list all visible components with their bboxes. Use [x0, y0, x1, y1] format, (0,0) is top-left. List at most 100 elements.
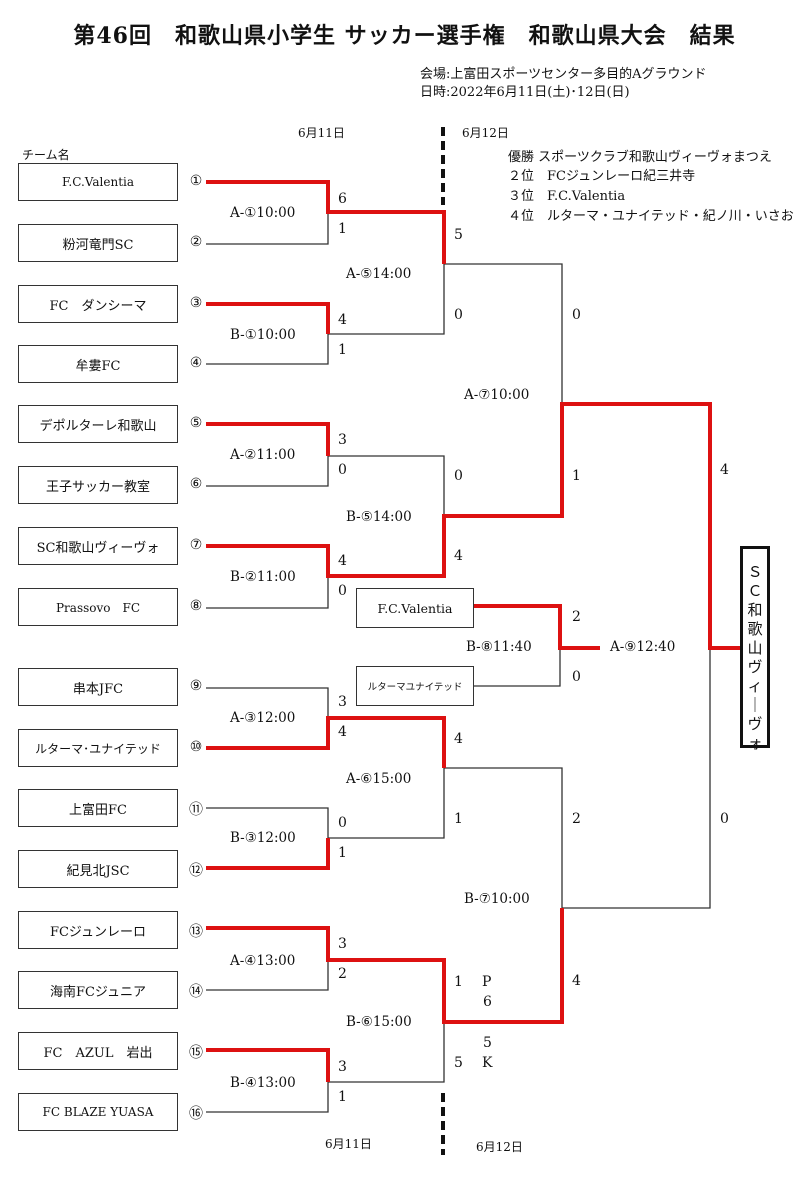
team-header: チーム名 — [22, 148, 70, 162]
match-label-b4: B-④13:00 — [230, 1075, 296, 1091]
team-box: SC和歌山ヴィーヴォ — [18, 527, 178, 565]
match-label-b5: B-⑤14:00 — [346, 509, 412, 525]
score: 0 — [454, 307, 463, 323]
day2-label-top: 6月12日 — [462, 126, 509, 140]
seed-number: ⑯ — [189, 1106, 203, 1122]
score: 4 — [454, 731, 463, 747]
score: 4 — [572, 973, 581, 989]
date-text: 日時:2022年6月11日(土)･12日(日) — [420, 85, 630, 100]
score: 3 — [338, 694, 347, 710]
result-1: 優勝 スポーツクラブ和歌山ヴィーヴォまつえ — [508, 150, 772, 165]
match-label-a5: A-⑤14:00 — [346, 266, 412, 282]
champion-char: ィ — [747, 677, 763, 695]
match-label-a4: A-④13:00 — [230, 953, 296, 969]
champion-char: ヴ — [747, 715, 763, 733]
score: 0 — [454, 468, 463, 484]
team-box: デポルターレ和歌山 — [18, 405, 178, 443]
seed-number: ⑦ — [189, 537, 203, 553]
score: 3 — [338, 432, 347, 448]
match-label-b8: B-⑧11:40 — [466, 639, 532, 655]
result-4: ４位 ルターマ・ユナイテッド・紀ノ川・いさお — [508, 209, 794, 224]
team-box: 紀見北JSC — [18, 850, 178, 888]
team-box: 牟婁FC — [18, 345, 178, 383]
score: 2 — [572, 811, 581, 827]
pk-score: 6 — [483, 994, 492, 1010]
score: 2 — [572, 609, 581, 625]
score: 1 — [454, 811, 463, 827]
third-place-team-top: F.C.Valentia — [356, 588, 474, 628]
score: 1 — [338, 221, 347, 237]
champion-char: 山 — [747, 639, 763, 657]
seed-number: ③ — [189, 295, 203, 311]
score: 1 — [338, 845, 347, 861]
pk-label-p: P — [482, 974, 492, 990]
team-box: FC BLAZE YUASA — [18, 1093, 178, 1131]
score: 5 — [454, 1055, 463, 1071]
score: 0 — [338, 462, 347, 478]
team-box: 上富田FC — [18, 789, 178, 827]
match-label-a2: A-②11:00 — [230, 447, 296, 463]
champion-char: ォ — [747, 734, 763, 752]
score: 1 — [338, 342, 347, 358]
seed-number: ② — [189, 234, 203, 250]
seed-number: ⑧ — [189, 598, 203, 614]
seed-number: ⑫ — [189, 863, 203, 879]
seed-number: ⑭ — [189, 984, 203, 1000]
score: 0 — [572, 307, 581, 323]
pk-label-k: K — [482, 1055, 493, 1071]
match-label-a7: A-⑦10:00 — [464, 387, 530, 403]
team-box: FCジュンレーロ — [18, 911, 178, 949]
seed-number: ⑪ — [189, 802, 203, 818]
match-label-b6: B-⑥15:00 — [346, 1014, 412, 1030]
day1-label-bottom: 6月11日 — [325, 1137, 372, 1151]
match-label-a9: A-⑨12:40 — [610, 639, 676, 655]
team-box: Prassovo FC — [18, 588, 178, 626]
team-box: 串本JFC — [18, 668, 178, 706]
result-2: ２位 FCジュンレーロ紀三井寺 — [508, 169, 696, 184]
seed-number: ⑮ — [189, 1045, 203, 1061]
score: 1 — [338, 1089, 347, 1105]
score: 0 — [720, 811, 729, 827]
match-label-a1: A-①10:00 — [230, 205, 296, 221]
seed-number: ⑬ — [189, 924, 203, 940]
score: 2 — [338, 966, 347, 982]
score: 4 — [720, 462, 729, 478]
day2-label-bottom: 6月12日 — [476, 1140, 523, 1154]
score: 4 — [454, 548, 463, 564]
champion-char: 和 — [747, 601, 763, 619]
seed-number: ⑥ — [189, 476, 203, 492]
match-label-b3: B-③12:00 — [230, 830, 296, 846]
score: 4 — [338, 724, 347, 740]
score: 3 — [338, 1059, 347, 1075]
pk-score: 5 — [483, 1035, 492, 1051]
team-box: 王子サッカー教室 — [18, 466, 178, 504]
seed-number: ① — [189, 173, 203, 189]
match-label-b7: B-⑦10:00 — [464, 891, 530, 907]
team-box: F.C.Valentia — [18, 163, 178, 201]
score: 3 — [338, 936, 347, 952]
score: 0 — [572, 669, 581, 685]
result-3: ３位 F.C.Valentia — [508, 189, 626, 204]
seed-number: ④ — [189, 355, 203, 371]
champion-char: 歌 — [747, 620, 763, 638]
champion-char: ヴ — [747, 658, 763, 676]
venue-text: 会場:上富田スポーツセンター多目的Aグラウンド — [420, 67, 707, 82]
seed-number: ⑩ — [189, 739, 203, 755]
team-box: FC ダンシーマ — [18, 285, 178, 323]
day1-label-top: 6月11日 — [298, 126, 345, 140]
team-box: FC AZUL 岩出 — [18, 1032, 178, 1070]
team-box: ルターマ･ユナイテッド — [18, 729, 178, 767]
score: 6 — [338, 191, 347, 207]
champion-char: Ｓ — [747, 563, 763, 581]
champion-char: Ｃ — [747, 582, 763, 600]
match-label-a6: A-⑥15:00 — [346, 771, 412, 787]
score: 4 — [338, 553, 347, 569]
score: 0 — [338, 815, 347, 831]
seed-number: ⑤ — [189, 415, 203, 431]
score: 1 — [572, 468, 581, 484]
match-label-b2: B-②11:00 — [230, 569, 296, 585]
score: 0 — [338, 583, 347, 599]
team-box: 粉河竜門SC — [18, 224, 178, 262]
